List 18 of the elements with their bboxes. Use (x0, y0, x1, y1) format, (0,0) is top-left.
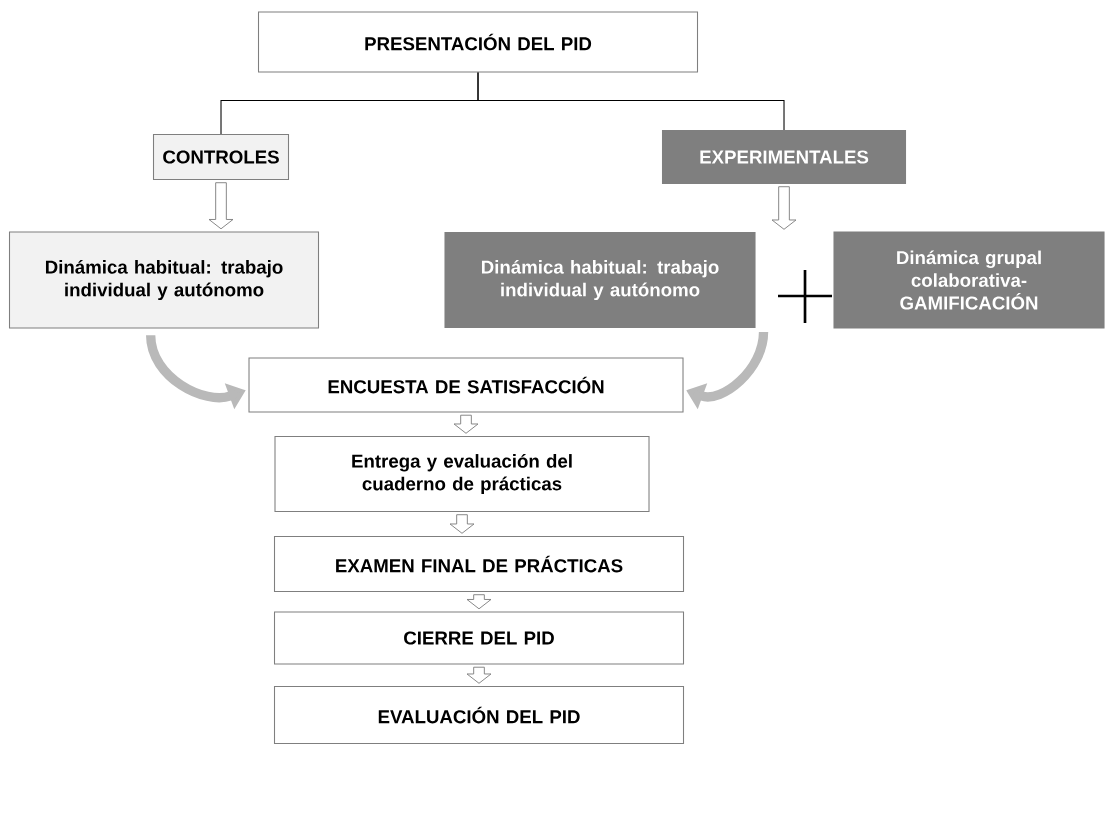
process-box: CIERRE DEL PID (273, 611, 685, 665)
process-box: Entrega y evaluación del cuaderno de prácticas (274, 435, 650, 513)
process-box: EXAMEN FINAL DE PRÁCTICAS (273, 535, 685, 593)
process-box: EVALUACIÓN DEL PID (273, 685, 685, 745)
process-box: CONTROLES (152, 133, 290, 181)
hollow-arrow (466, 594, 492, 610)
hollow-arrow (466, 666, 492, 684)
process-box: ENCUESTA DE SATISFACCIÓN (248, 357, 684, 413)
process-box: Dinámica habitual: trabajo individual y autónomo (8, 231, 320, 329)
process-box: EXPERIMENTALES (661, 129, 907, 185)
hollow-arrow (208, 182, 234, 230)
process-box: Dinámica habitual: trabajo individual y autónomo (444, 231, 756, 329)
process-box: Dinámica grupal colaborativa- GAMIFICACIÓN (833, 231, 1105, 329)
process-box: PRESENTACIÓN DEL PID (257, 11, 699, 73)
hollow-arrow (453, 414, 479, 434)
connector-line (477, 72, 785, 131)
hollow-arrow (771, 186, 797, 230)
hollow-arrow (449, 514, 475, 534)
